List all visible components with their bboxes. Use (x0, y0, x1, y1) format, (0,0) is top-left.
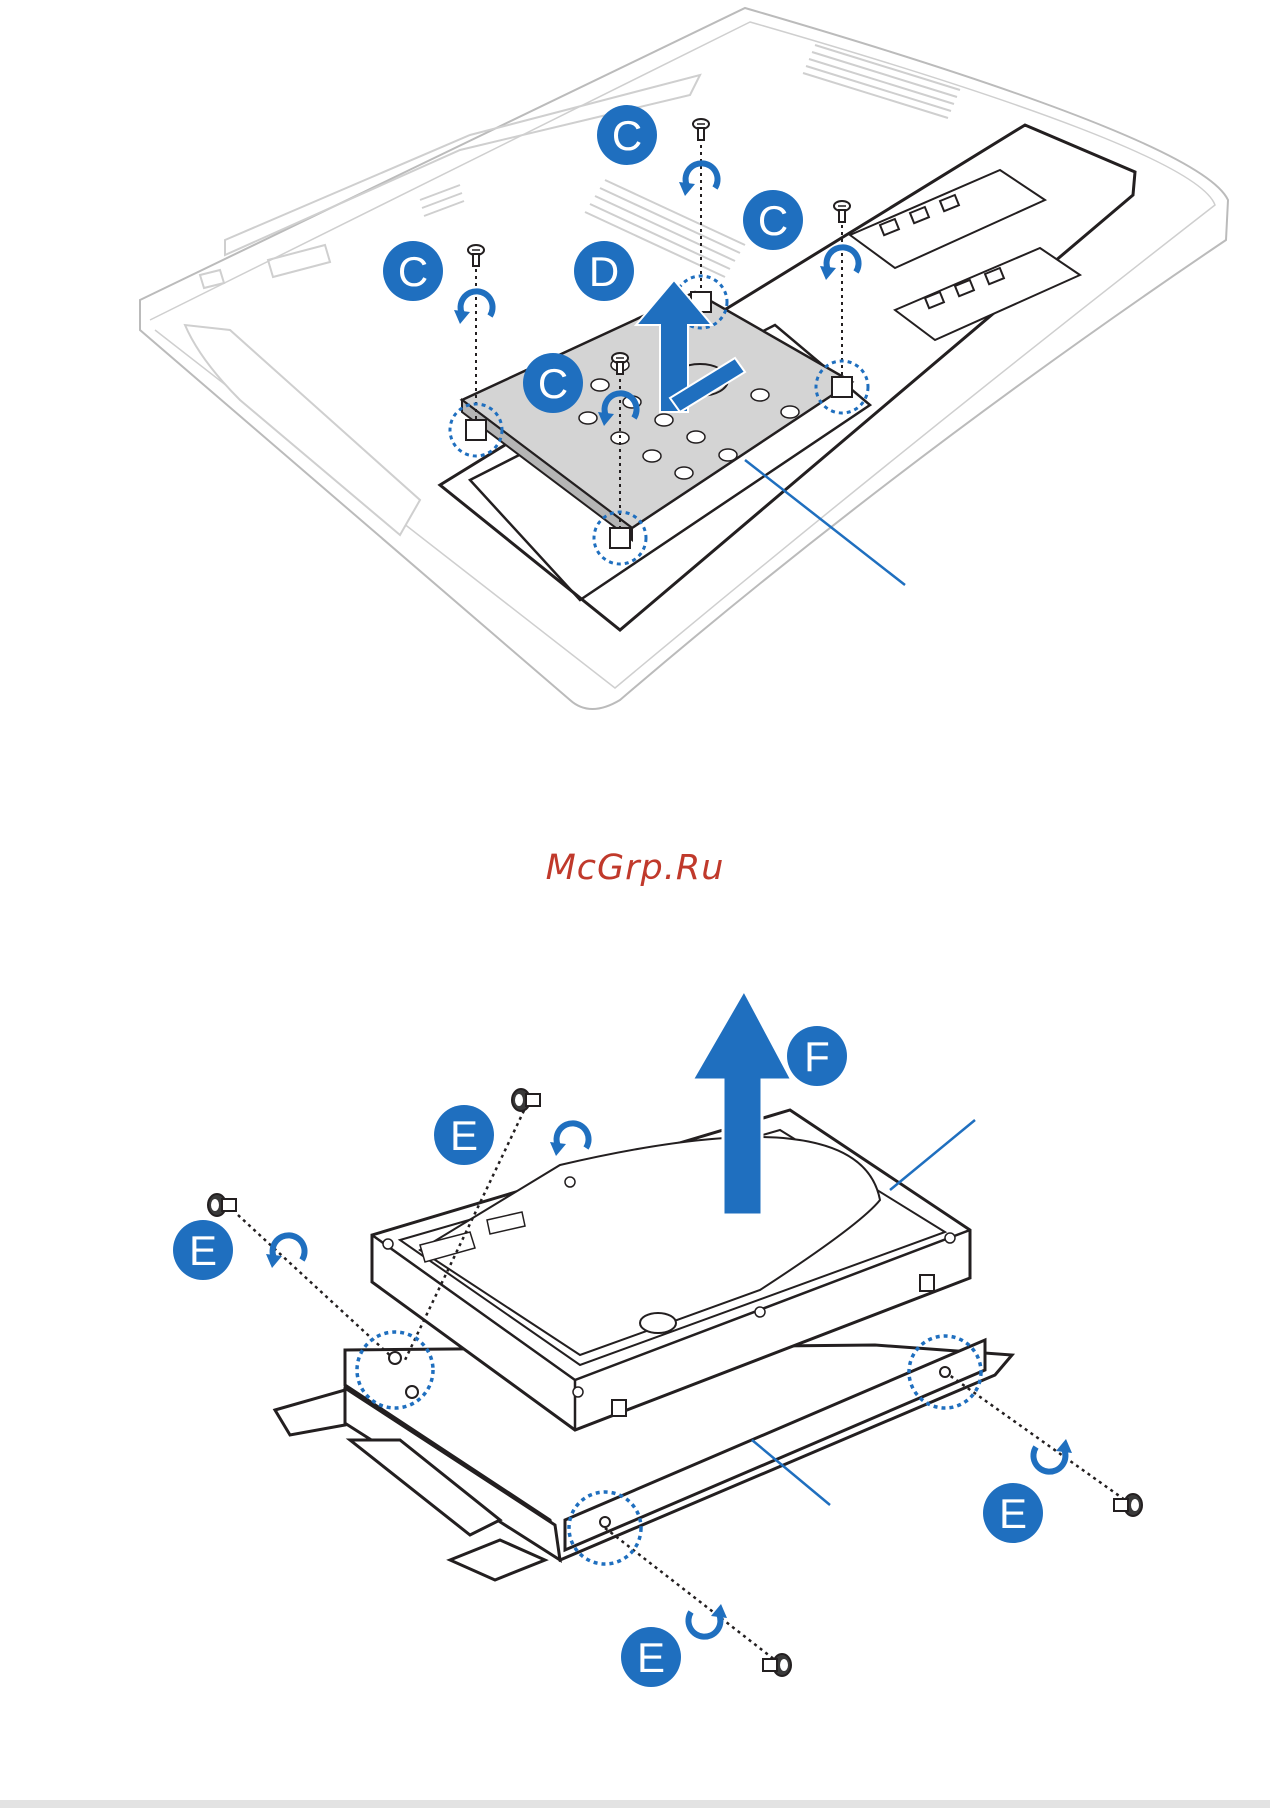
step-badge: E (983, 1483, 1043, 1543)
step-badge: C (383, 241, 443, 301)
step-badge: F (787, 1026, 847, 1086)
rotate-counterclockwise-icon (1033, 1439, 1072, 1472)
svg-text:F: F (804, 1033, 830, 1080)
hard-drive-removal-figure: E E E E F (173, 990, 1142, 1687)
step-badge: E (621, 1627, 681, 1687)
callout-line (890, 1120, 975, 1190)
svg-text:E: E (189, 1227, 217, 1274)
svg-text:C: C (758, 197, 788, 244)
screw-icon (208, 1194, 236, 1216)
rotate-counterclockwise-icon (550, 1123, 589, 1156)
svg-text:E: E (637, 1634, 665, 1681)
screw-icon (1114, 1494, 1142, 1516)
page-footer-rule (0, 1800, 1270, 1808)
step-badge: E (434, 1105, 494, 1165)
svg-text:D: D (589, 248, 619, 295)
svg-text:E: E (999, 1490, 1027, 1537)
svg-text:C: C (538, 360, 568, 407)
svg-text:C: C (612, 112, 642, 159)
screw-icon (763, 1654, 791, 1676)
step-badge: C (597, 105, 657, 165)
step-badge: E (173, 1220, 233, 1280)
svg-text:C: C (398, 248, 428, 295)
watermark-text: McGrp.Ru (0, 848, 1270, 888)
svg-text:E: E (450, 1112, 478, 1159)
step-badge: D (574, 241, 634, 301)
laptop-underside-figure: C C C C D (140, 8, 1228, 709)
step-badge: C (743, 190, 803, 250)
step-badge: C (523, 353, 583, 413)
rotate-counterclockwise-icon (266, 1235, 305, 1268)
screw-icon (512, 1089, 540, 1111)
rotate-counterclockwise-icon (688, 1604, 727, 1637)
